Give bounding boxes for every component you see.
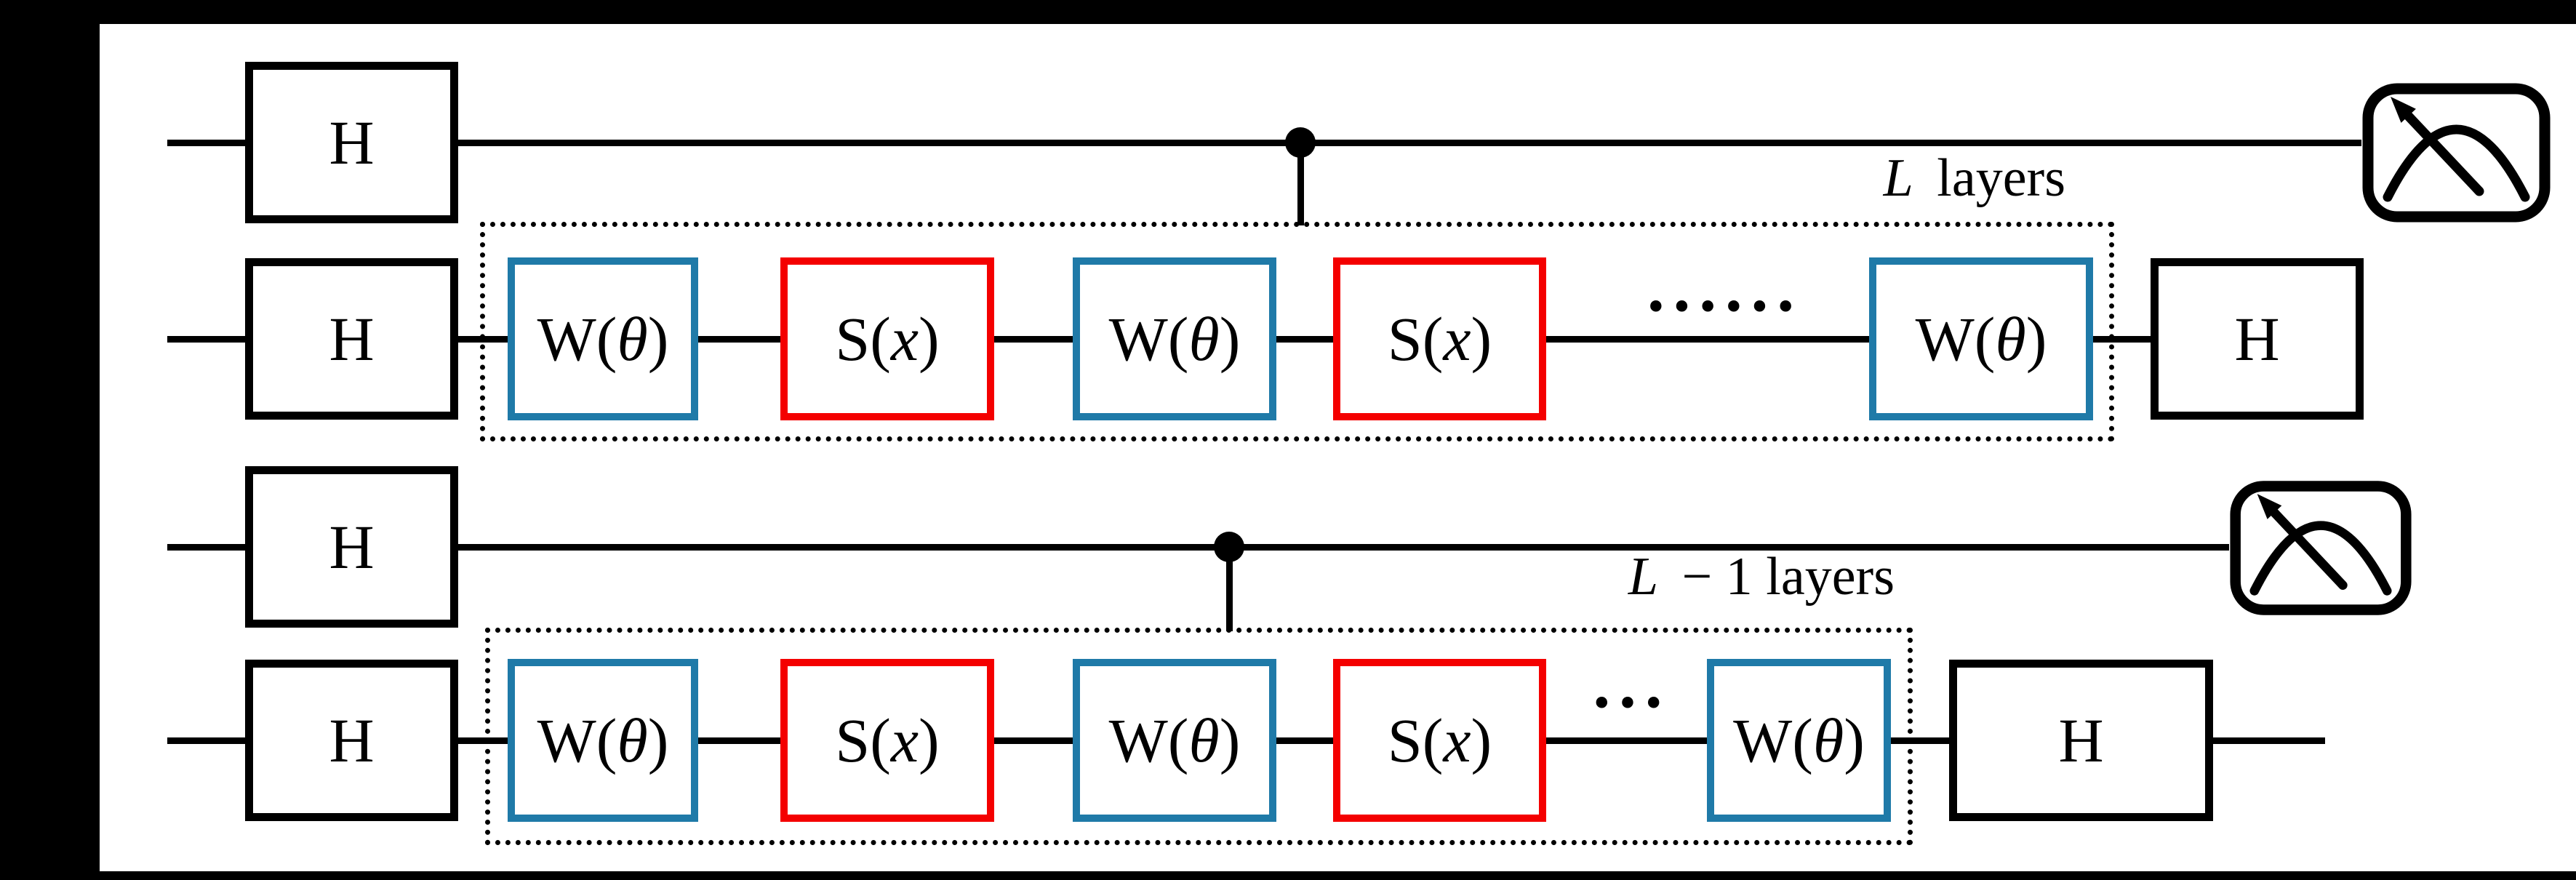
gate-label: ) xyxy=(1471,705,1492,775)
gate-label-x: x xyxy=(1443,705,1471,775)
top-target-h-gate-left: H xyxy=(245,258,458,420)
gate-label-theta: θ xyxy=(617,304,648,374)
bottom-layers-label: L − 1 layers xyxy=(1628,547,1895,607)
bottom-target-h-gate-right: H xyxy=(1949,660,2213,821)
bottom-control-line xyxy=(1226,547,1233,631)
gate-label: W( xyxy=(537,304,617,374)
gate-label: W( xyxy=(1108,304,1189,374)
gate-label: H xyxy=(329,705,375,775)
gate-label-theta: θ xyxy=(1188,304,1220,374)
bottom-control-dot-icon xyxy=(1214,532,1244,562)
gate-label-theta: θ xyxy=(617,705,648,775)
gate-label: S( xyxy=(835,705,891,775)
bottom-control-wire xyxy=(167,544,2229,551)
gate-label: S( xyxy=(835,304,891,374)
top-measurement-meter-icon xyxy=(2362,83,2551,223)
gate-label: ) xyxy=(919,304,940,374)
gate-label: W( xyxy=(1915,304,1996,374)
gate-label: ) xyxy=(919,705,940,775)
bottom-measurement-meter-icon xyxy=(2230,481,2412,615)
layers-label-text: layers xyxy=(1923,148,2065,208)
top-control-h-gate: H xyxy=(245,62,458,223)
gate-label-x: x xyxy=(890,705,919,775)
gate-label: ) xyxy=(2025,304,2047,374)
bottom-s-gate-1: S(x) xyxy=(780,659,994,822)
gate-label: W( xyxy=(1733,705,1813,775)
top-layers-dotted-box xyxy=(480,222,2114,441)
gate-label-x: x xyxy=(890,304,919,374)
top-control-dot-icon xyxy=(1285,127,1316,158)
gate-label: ) xyxy=(1471,304,1492,374)
gate-label: H xyxy=(329,304,375,374)
gate-label: ) xyxy=(647,304,669,374)
gate-label: W( xyxy=(537,705,617,775)
bottom-ellipsis-dots: ··· xyxy=(1590,663,1668,741)
layers-count-symbol: L xyxy=(1883,148,1913,208)
gate-label: H xyxy=(329,108,375,177)
top-control-line xyxy=(1297,143,1304,225)
gate-label-x: x xyxy=(1443,304,1471,374)
gate-label-theta: θ xyxy=(1995,304,2026,374)
gate-label: ) xyxy=(1219,304,1241,374)
bottom-target-h-gate-left: H xyxy=(245,660,458,821)
bottom-s-gate-2: S(x) xyxy=(1333,659,1546,822)
top-layers-label: L layers xyxy=(1883,148,2065,208)
top-w-gate-2: W(θ) xyxy=(1073,257,1276,420)
bottom-layers-dotted-box xyxy=(485,628,1913,845)
top-w-gate-3: W(θ) xyxy=(1869,257,2093,420)
gate-label: S( xyxy=(1387,705,1444,775)
layers-count-symbol: L xyxy=(1628,547,1659,607)
gate-label: S( xyxy=(1387,304,1444,374)
top-control-wire xyxy=(167,140,2361,146)
bottom-w-gate-3: W(θ) xyxy=(1707,659,1891,822)
bottom-w-gate-2: W(θ) xyxy=(1073,659,1276,822)
top-s-gate-2: S(x) xyxy=(1333,257,1546,420)
gate-label: H xyxy=(2058,705,2104,775)
gate-label: W( xyxy=(1108,705,1189,775)
bottom-w-gate-1: W(θ) xyxy=(508,659,698,822)
layers-label-text: − 1 layers xyxy=(1668,547,1895,607)
gate-label-theta: θ xyxy=(1812,705,1844,775)
gate-label: ) xyxy=(1219,705,1241,775)
gate-label-theta: θ xyxy=(1188,705,1220,775)
gate-label: H xyxy=(2234,304,2280,374)
top-s-gate-1: S(x) xyxy=(780,257,994,420)
top-target-h-gate-right: H xyxy=(2151,258,2364,420)
top-w-gate-1: W(θ) xyxy=(508,257,698,420)
top-ellipsis-dots: ······ xyxy=(1644,267,1801,345)
gate-label: H xyxy=(329,512,375,582)
bottom-control-h-gate: H xyxy=(245,466,458,628)
gate-label: ) xyxy=(1844,705,1865,775)
gate-label: ) xyxy=(647,705,669,775)
